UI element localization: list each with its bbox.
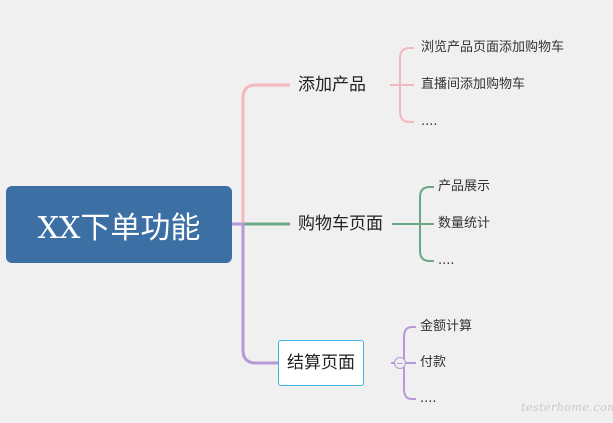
root-node[interactable]: XX下单功能: [6, 186, 232, 263]
branch-label: 购物车页面: [298, 214, 383, 234]
leaf-label: 产品展示: [438, 179, 491, 194]
branch-node-checkout-page[interactable]: 结算页面: [278, 340, 364, 386]
leaf-label: 付款: [420, 355, 447, 370]
branch-node-cart-page[interactable]: 购物车页面: [298, 213, 383, 235]
leaf-node[interactable]: ....: [438, 252, 455, 270]
branch-label: 添加产品: [298, 75, 366, 95]
connector-root-to-branch-1: [232, 83, 290, 226]
leaf-node[interactable]: ....: [420, 390, 437, 408]
leaf-node[interactable]: 产品展示: [438, 178, 490, 196]
leaf-label: 直播间添加购物车: [421, 77, 526, 92]
leaf-label: ....: [420, 391, 437, 406]
leaf-node[interactable]: 金额计算: [420, 318, 472, 336]
leaf-node[interactable]: 浏览产品页面添加购物车: [421, 39, 564, 57]
connector-root-to-branch-3: [232, 222, 280, 365]
leaf-node[interactable]: ....: [421, 113, 438, 131]
leaf-label: 浏览产品页面添加购物车: [421, 40, 565, 55]
bracket-branch-1: [390, 47, 414, 123]
branch-node-add-product[interactable]: 添加产品: [298, 74, 366, 96]
leaf-label: 金额计算: [420, 319, 473, 334]
bracket-branch-2: [392, 186, 434, 262]
leaf-label: ....: [438, 253, 455, 268]
leaf-node[interactable]: 付款: [420, 354, 446, 372]
leaf-label: ....: [421, 114, 438, 129]
watermark: testerhome.com: [521, 401, 613, 414]
root-node-label: XX下单功能: [37, 210, 201, 246]
leaf-node[interactable]: 数量统计: [438, 215, 490, 233]
leaf-label: 数量统计: [438, 216, 491, 231]
leaf-node[interactable]: 直播间添加购物车: [421, 76, 525, 94]
collapse-toggle-icon[interactable]: [394, 357, 406, 369]
branch-label: 结算页面: [287, 353, 355, 373]
